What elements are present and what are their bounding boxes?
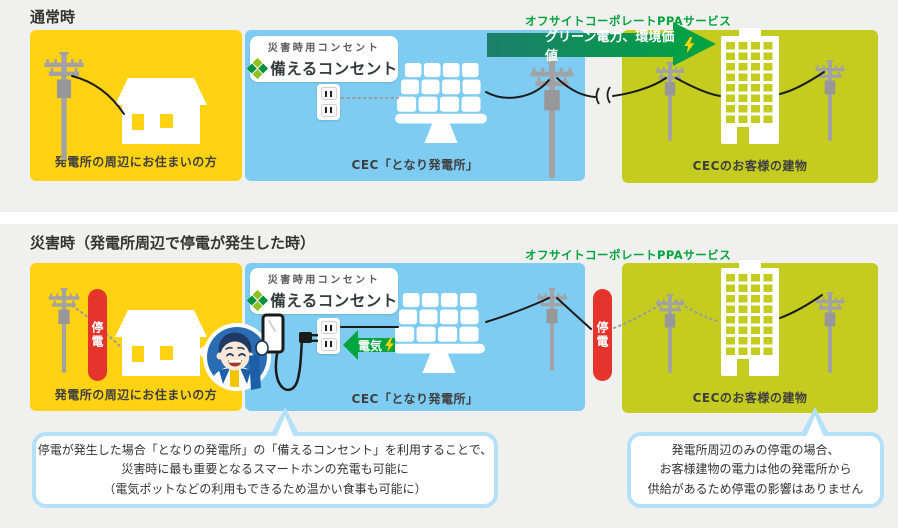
section-divider — [0, 212, 898, 224]
plant-zone-label: CEC「となり発電所」 — [351, 392, 479, 406]
resident-zone-label: 発電所の周辺にお住まいの方 — [54, 155, 218, 169]
electricity-arrow — [343, 330, 395, 360]
callout-customer-supply: 発電所周辺のみの停電の場合、 お客様建物の電力は他の発電所から 供給があるため停… — [627, 432, 884, 508]
hand — [255, 340, 269, 356]
power-outlet-icon — [317, 84, 340, 120]
customer-zone-label: CECのお客様の建物 — [692, 391, 808, 405]
outage-badge: 停電 — [88, 289, 107, 381]
smartphone-icon — [261, 313, 285, 354]
outlet-brand-card: 災害時用コンセント 備えるコンセント — [247, 36, 398, 82]
green-power-arrow-label: グリーン電力、環境価値 — [545, 30, 695, 64]
plug-icon — [299, 332, 312, 343]
power-outlet-icon — [317, 318, 340, 354]
section-disaster-heading: 災害時（発電所周辺で停電が発生した時） — [30, 234, 316, 252]
resident-zone-label: 発電所の周辺にお住まいの方 — [54, 388, 218, 402]
callout-outlet-benefits: 停電が発生した場合「となりの発電所」の「備えるコンセント」を利用することで、 災… — [32, 432, 498, 508]
section-normal-heading: 通常時 — [30, 8, 76, 26]
electricity-arrow-label: 電気 — [358, 336, 394, 354]
lightning-bolt-icon — [684, 37, 695, 53]
outlet-card-caption: 災害時用コンセント — [267, 43, 381, 54]
customer-zone-label: CECのお客様の建物 — [692, 159, 808, 173]
outlet-card-brand: 備えるコンセント — [270, 292, 398, 310]
ppa-service-label-disaster: オフサイトコーポレートPPAサービス — [525, 248, 732, 262]
plant-zone-label: CEC「となり発電所」 — [351, 158, 479, 172]
outlet-card-caption: 災害時用コンセント — [267, 275, 381, 286]
outlet-card-brand: 備えるコンセント — [270, 60, 398, 78]
plug-cable-icon — [274, 337, 304, 392]
outage-badge: 停電 — [593, 289, 612, 381]
line-break-icon — [595, 86, 611, 105]
raised-arm — [249, 354, 261, 390]
outlet-brand-card: 災害時用コンセント 備えるコンセント — [247, 268, 398, 314]
ppa-service-label-normal: オフサイトコーポレートPPAサービス — [525, 14, 732, 28]
brand-logo-icon — [247, 57, 268, 78]
green-power-flow-arrow — [487, 22, 716, 66]
lightning-bolt-icon — [385, 338, 394, 352]
resident-person-icon — [195, 313, 318, 392]
